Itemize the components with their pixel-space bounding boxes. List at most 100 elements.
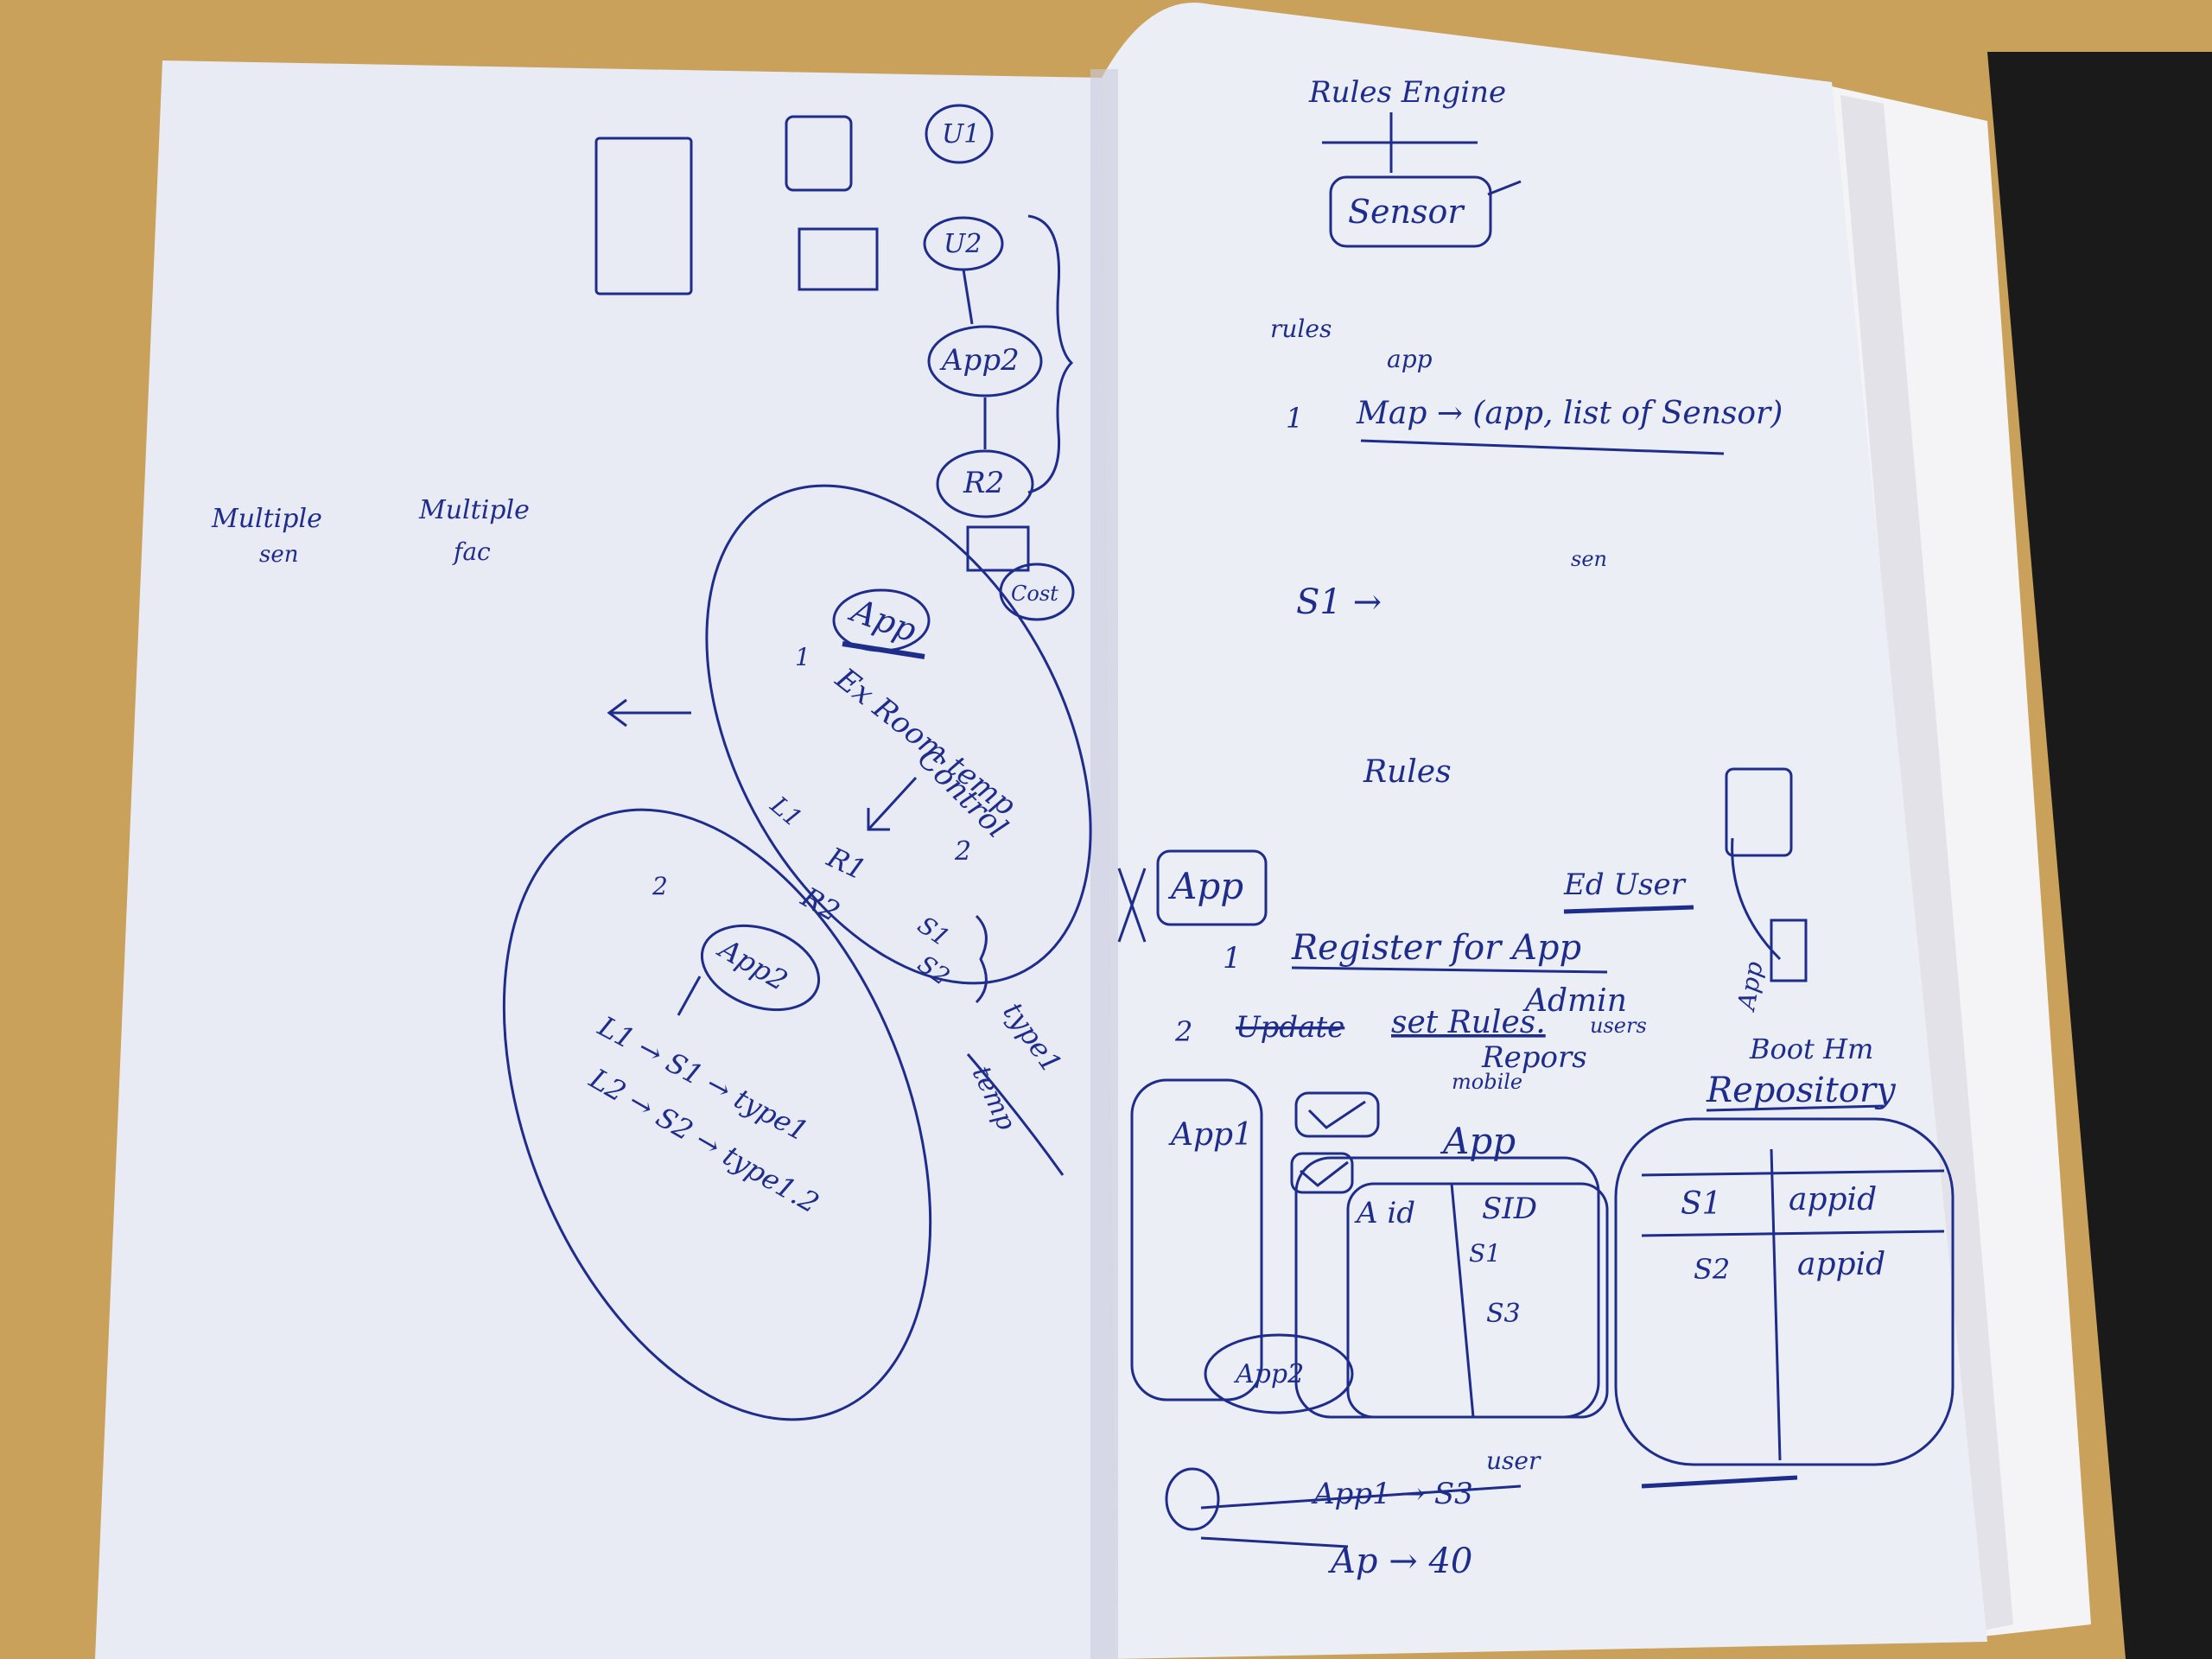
- repo-s1-label: S1: [1681, 1186, 1722, 1222]
- register-number: 1: [1223, 941, 1242, 976]
- label-r2: R2: [963, 466, 1004, 500]
- map-underline: [1360, 439, 1725, 455]
- bottom-line-1: [1200, 1484, 1522, 1510]
- small-box-top: [1725, 767, 1793, 857]
- sketch-rect-small: [785, 115, 853, 192]
- arrow-down-l1-head: [867, 808, 890, 831]
- check-mark-2: [1300, 1160, 1349, 1187]
- set-number: 2: [1174, 1015, 1192, 1048]
- app1-column-box: [1130, 1078, 1263, 1402]
- sketch-box-under-r2: [966, 525, 1030, 572]
- app-small-label: app: [1387, 345, 1433, 373]
- sketch-circle-app2: [927, 325, 1043, 397]
- register-underline: [1291, 966, 1608, 974]
- multiple-fac-label: Multiple: [418, 495, 530, 525]
- reports-label: Repors: [1481, 1040, 1587, 1075]
- multiple-sen-label: Multiple: [211, 504, 322, 534]
- set-rules-text: set Rules.: [1391, 1005, 1546, 1040]
- bottom-line-3: [1641, 1475, 1798, 1489]
- bootstrap-label: Boot Hm: [1749, 1033, 1873, 1065]
- label-app2: App2: [939, 343, 1020, 378]
- arrow-left-head: [607, 698, 627, 728]
- s-one-label: S1: [1469, 1239, 1501, 1268]
- s-three-label: S3: [1486, 1299, 1521, 1329]
- sid-label: SID: [1482, 1192, 1537, 1226]
- sketch-rect-tall: [594, 137, 693, 296]
- repository-underline: [1706, 1104, 1885, 1112]
- update-struck: Update: [1236, 1010, 1344, 1045]
- label-u1: U1: [942, 119, 980, 149]
- rules-small-label: rules: [1270, 315, 1332, 343]
- user-word-label: user: [1486, 1446, 1541, 1475]
- app-underline: [842, 641, 925, 659]
- temp-bracket: [966, 1053, 1065, 1176]
- map-text: Map → (app, list of Sensor): [1356, 396, 1783, 431]
- type1-brace: [975, 914, 988, 1004]
- step2-number: 2: [652, 872, 668, 900]
- repository-col-line: [1770, 1148, 1782, 1461]
- repository-box: [1614, 1117, 1955, 1466]
- sketch-connector-1: [962, 269, 974, 325]
- right-page: [1102, 3, 1987, 1659]
- check-box-1: [1294, 1091, 1380, 1138]
- app-box-cross-2: [1117, 868, 1147, 943]
- label-u2: U2: [944, 229, 982, 259]
- app-table-inner: [1346, 1182, 1609, 1419]
- repo-s2-label: S2: [1694, 1253, 1730, 1286]
- app1-s3-line: App1 → S3: [1311, 1477, 1473, 1511]
- label-cost: Cost: [1011, 582, 1058, 606]
- app-table-header: App: [1440, 1120, 1516, 1162]
- repository-row-line-2: [1641, 1230, 1945, 1237]
- end-user-label: Ed User: [1563, 868, 1687, 902]
- big-ellipse-app2: [502, 808, 932, 1421]
- end-user-underline: [1563, 905, 1694, 914]
- step1-number: 1: [795, 643, 810, 671]
- repository-label: Repository: [1706, 1071, 1897, 1110]
- page-stack-edge: [1840, 95, 2013, 1633]
- app-table-divider: [1450, 1183, 1475, 1418]
- app2-oval: [700, 924, 821, 1012]
- sensor-tail: [1487, 180, 1522, 196]
- bottom-line-2: [1200, 1536, 1349, 1548]
- left-page: [95, 60, 1115, 1659]
- ap-40-line: Ap → 40: [1327, 1541, 1472, 1581]
- app2-bottom-oval: [1204, 1333, 1354, 1414]
- check-box-2: [1290, 1152, 1354, 1194]
- admin-label: Admin: [1522, 983, 1627, 1019]
- rules-engine-label: Rules Engine: [1308, 75, 1506, 110]
- users-label: users: [1590, 1014, 1647, 1038]
- step1-mark: 2: [954, 836, 971, 867]
- rules-label: Rules: [1363, 754, 1452, 790]
- sketch-circle-u1: [925, 104, 994, 164]
- repo-appid-1: appid: [1789, 1182, 1877, 1217]
- multiple-sen-sub: sen: [259, 542, 298, 568]
- s1-arrow-label: S1 →: [1296, 582, 1382, 622]
- left-page-sketches: [502, 104, 1092, 1421]
- aid-label: A id: [1354, 1196, 1415, 1230]
- repository-row-line-1: [1641, 1169, 1945, 1177]
- app-box: [1156, 849, 1268, 926]
- repo-appid-2: appid: [1797, 1247, 1885, 1282]
- sketch-brace: [1027, 214, 1074, 494]
- sen-label: sen: [1571, 547, 1607, 571]
- right-page-sketches: [1117, 112, 1955, 1548]
- sketch-circle-r2: [936, 449, 1034, 518]
- app2-bottom-label: App2: [1233, 1359, 1304, 1389]
- small-box-link: [1731, 837, 1782, 961]
- sketch-rect-square: [798, 227, 879, 291]
- app1-label: App1: [1168, 1117, 1253, 1153]
- desk-shadow: [1987, 52, 2212, 1659]
- sensor-label: Sensor: [1348, 193, 1465, 231]
- gutter-shadow: [1090, 69, 1118, 1659]
- arrow-down-app2: [677, 976, 702, 1016]
- register-text: Register for App: [1291, 928, 1581, 968]
- bottom-circle: [1165, 1467, 1220, 1531]
- app-box-label: App: [1167, 865, 1243, 907]
- check-mark-1: [1307, 1100, 1366, 1129]
- map-number: 1: [1286, 402, 1303, 435]
- sensor-box: [1329, 175, 1492, 248]
- mobile-label: mobile: [1452, 1070, 1522, 1094]
- arrow-down-l1: [867, 776, 918, 831]
- multiple-fac-sub: fac: [452, 537, 491, 566]
